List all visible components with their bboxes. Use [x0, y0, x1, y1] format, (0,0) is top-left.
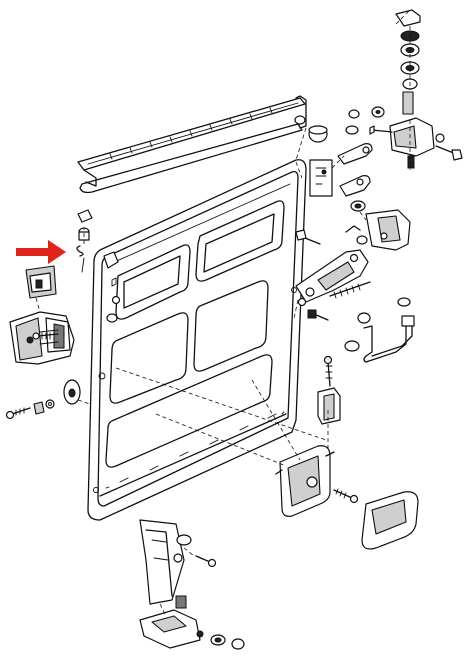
screw-handle	[333, 488, 359, 504]
indicator-arrow	[16, 240, 66, 264]
control-rod	[344, 297, 415, 363]
lock-lever-lower	[339, 175, 371, 212]
interior-handle-housing	[275, 445, 335, 517]
roller-arm-washers	[345, 106, 393, 135]
lock-lever-upper	[337, 143, 373, 165]
handle-trim-cover	[361, 491, 419, 550]
screw-lower-left	[5, 399, 55, 420]
rubber-buffer	[63, 379, 81, 405]
interior-handle-mount	[317, 355, 341, 425]
door-panel	[87, 159, 307, 521]
central-lock-mechanism	[345, 209, 411, 251]
slide-stop	[103, 251, 119, 269]
lower-roller-carrier	[139, 595, 245, 650]
lower-roller-bracket	[139, 519, 217, 605]
screw-mechanism	[307, 309, 329, 321]
guide-roller-upper	[294, 115, 328, 143]
upper-roller-carrier	[389, 9, 463, 169]
actuator-rod-assembly	[295, 229, 371, 307]
clip-upper	[106, 277, 121, 323]
spring-clip	[76, 245, 85, 273]
stop-block	[77, 209, 93, 223]
upper-guide-rail	[77, 95, 307, 187]
upper-seal-strip	[79, 123, 303, 194]
lock-bracket-label	[309, 159, 333, 197]
explode-lines	[35, 9, 411, 617]
screw-striker	[32, 332, 59, 340]
upper-catch-bracket	[25, 265, 57, 299]
